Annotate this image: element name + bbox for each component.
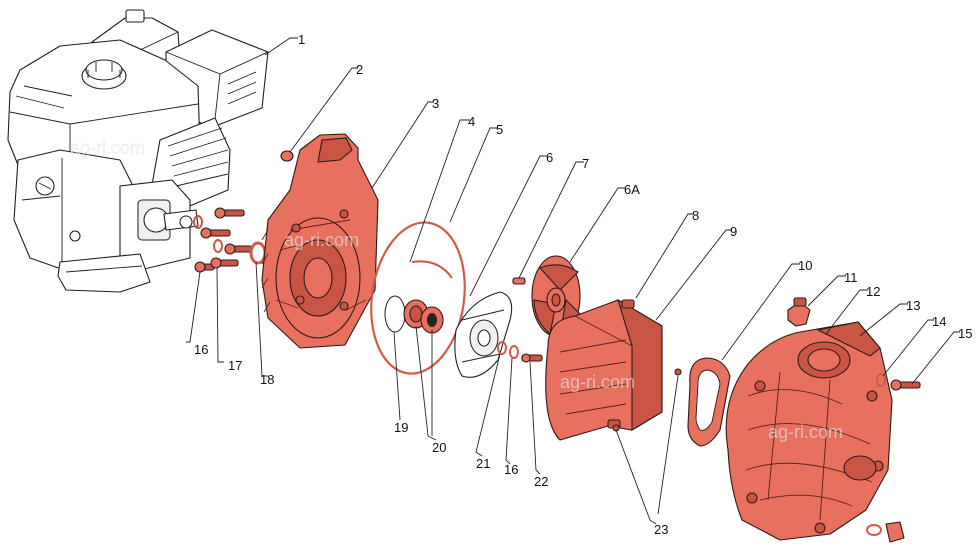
volute-casing-part-13 bbox=[725, 321, 893, 541]
label-20: 20 bbox=[432, 440, 446, 455]
label-18: 18 bbox=[260, 372, 274, 387]
label-6: 6 bbox=[546, 150, 553, 165]
label-11: 11 bbox=[844, 270, 858, 285]
watermark-2: ag-ri.com bbox=[284, 230, 359, 250]
wear-plate-part-6 bbox=[454, 291, 513, 378]
label-14: 14 bbox=[932, 314, 946, 329]
leader-lines bbox=[186, 37, 960, 525]
label-2: 2 bbox=[356, 62, 363, 77]
bracket-part-3 bbox=[261, 133, 379, 349]
washer-part-16 bbox=[509, 345, 519, 359]
bolt-part-22 bbox=[521, 353, 543, 363]
label-5: 5 bbox=[496, 122, 503, 137]
plug-part-11 bbox=[787, 297, 811, 327]
seal-part-20 bbox=[403, 299, 444, 334]
plug-part-2 bbox=[280, 150, 294, 162]
label-23: 23 bbox=[654, 522, 668, 537]
label-17: 17 bbox=[228, 358, 242, 373]
pump-body-part-8 bbox=[545, 298, 663, 441]
screws-part-23 bbox=[612, 368, 682, 432]
label-7: 7 bbox=[582, 156, 589, 171]
watermark-4: ag-ri.com bbox=[768, 422, 843, 442]
label-16-right: 16 bbox=[504, 462, 518, 477]
label-6a: 6A bbox=[624, 182, 640, 197]
label-3: 3 bbox=[432, 96, 439, 111]
label-15: 15 bbox=[958, 326, 972, 341]
label-21: 21 bbox=[476, 456, 490, 471]
label-16-left: 16 bbox=[194, 342, 208, 357]
label-19: 19 bbox=[394, 420, 408, 435]
watermark-1: ag-ri.com bbox=[70, 138, 145, 158]
inner-ring-part-4 bbox=[411, 260, 453, 279]
engine-bolts-16-17 bbox=[193, 207, 253, 273]
label-8: 8 bbox=[692, 208, 699, 223]
label-1: 1 bbox=[298, 32, 305, 47]
washer-part-21 bbox=[497, 341, 507, 355]
drain-plug-parts bbox=[866, 521, 905, 543]
o-ring-part-19 bbox=[384, 295, 406, 333]
bolt-part-15 bbox=[890, 379, 921, 391]
key-part-7 bbox=[512, 277, 526, 285]
watermark-3: ag-ri.com bbox=[560, 372, 635, 392]
part-labels: 1 2 3 4 5 6 7 6A 8 9 10 11 12 13 14 15 1… bbox=[194, 32, 972, 537]
engine-part-1 bbox=[7, 9, 269, 293]
label-13: 13 bbox=[906, 298, 920, 313]
gasket-part-10 bbox=[687, 357, 731, 447]
label-12: 12 bbox=[866, 284, 880, 299]
label-10: 10 bbox=[798, 258, 812, 273]
label-22: 22 bbox=[534, 474, 548, 489]
o-ring-part-5 bbox=[370, 221, 466, 375]
watermarks: ag-ri.com ag-ri.com ag-ri.com ag-ri.com bbox=[70, 138, 843, 442]
label-9: 9 bbox=[730, 224, 737, 239]
washer-18 bbox=[249, 241, 267, 265]
washer-part-14 bbox=[876, 373, 886, 387]
label-4: 4 bbox=[468, 114, 475, 129]
